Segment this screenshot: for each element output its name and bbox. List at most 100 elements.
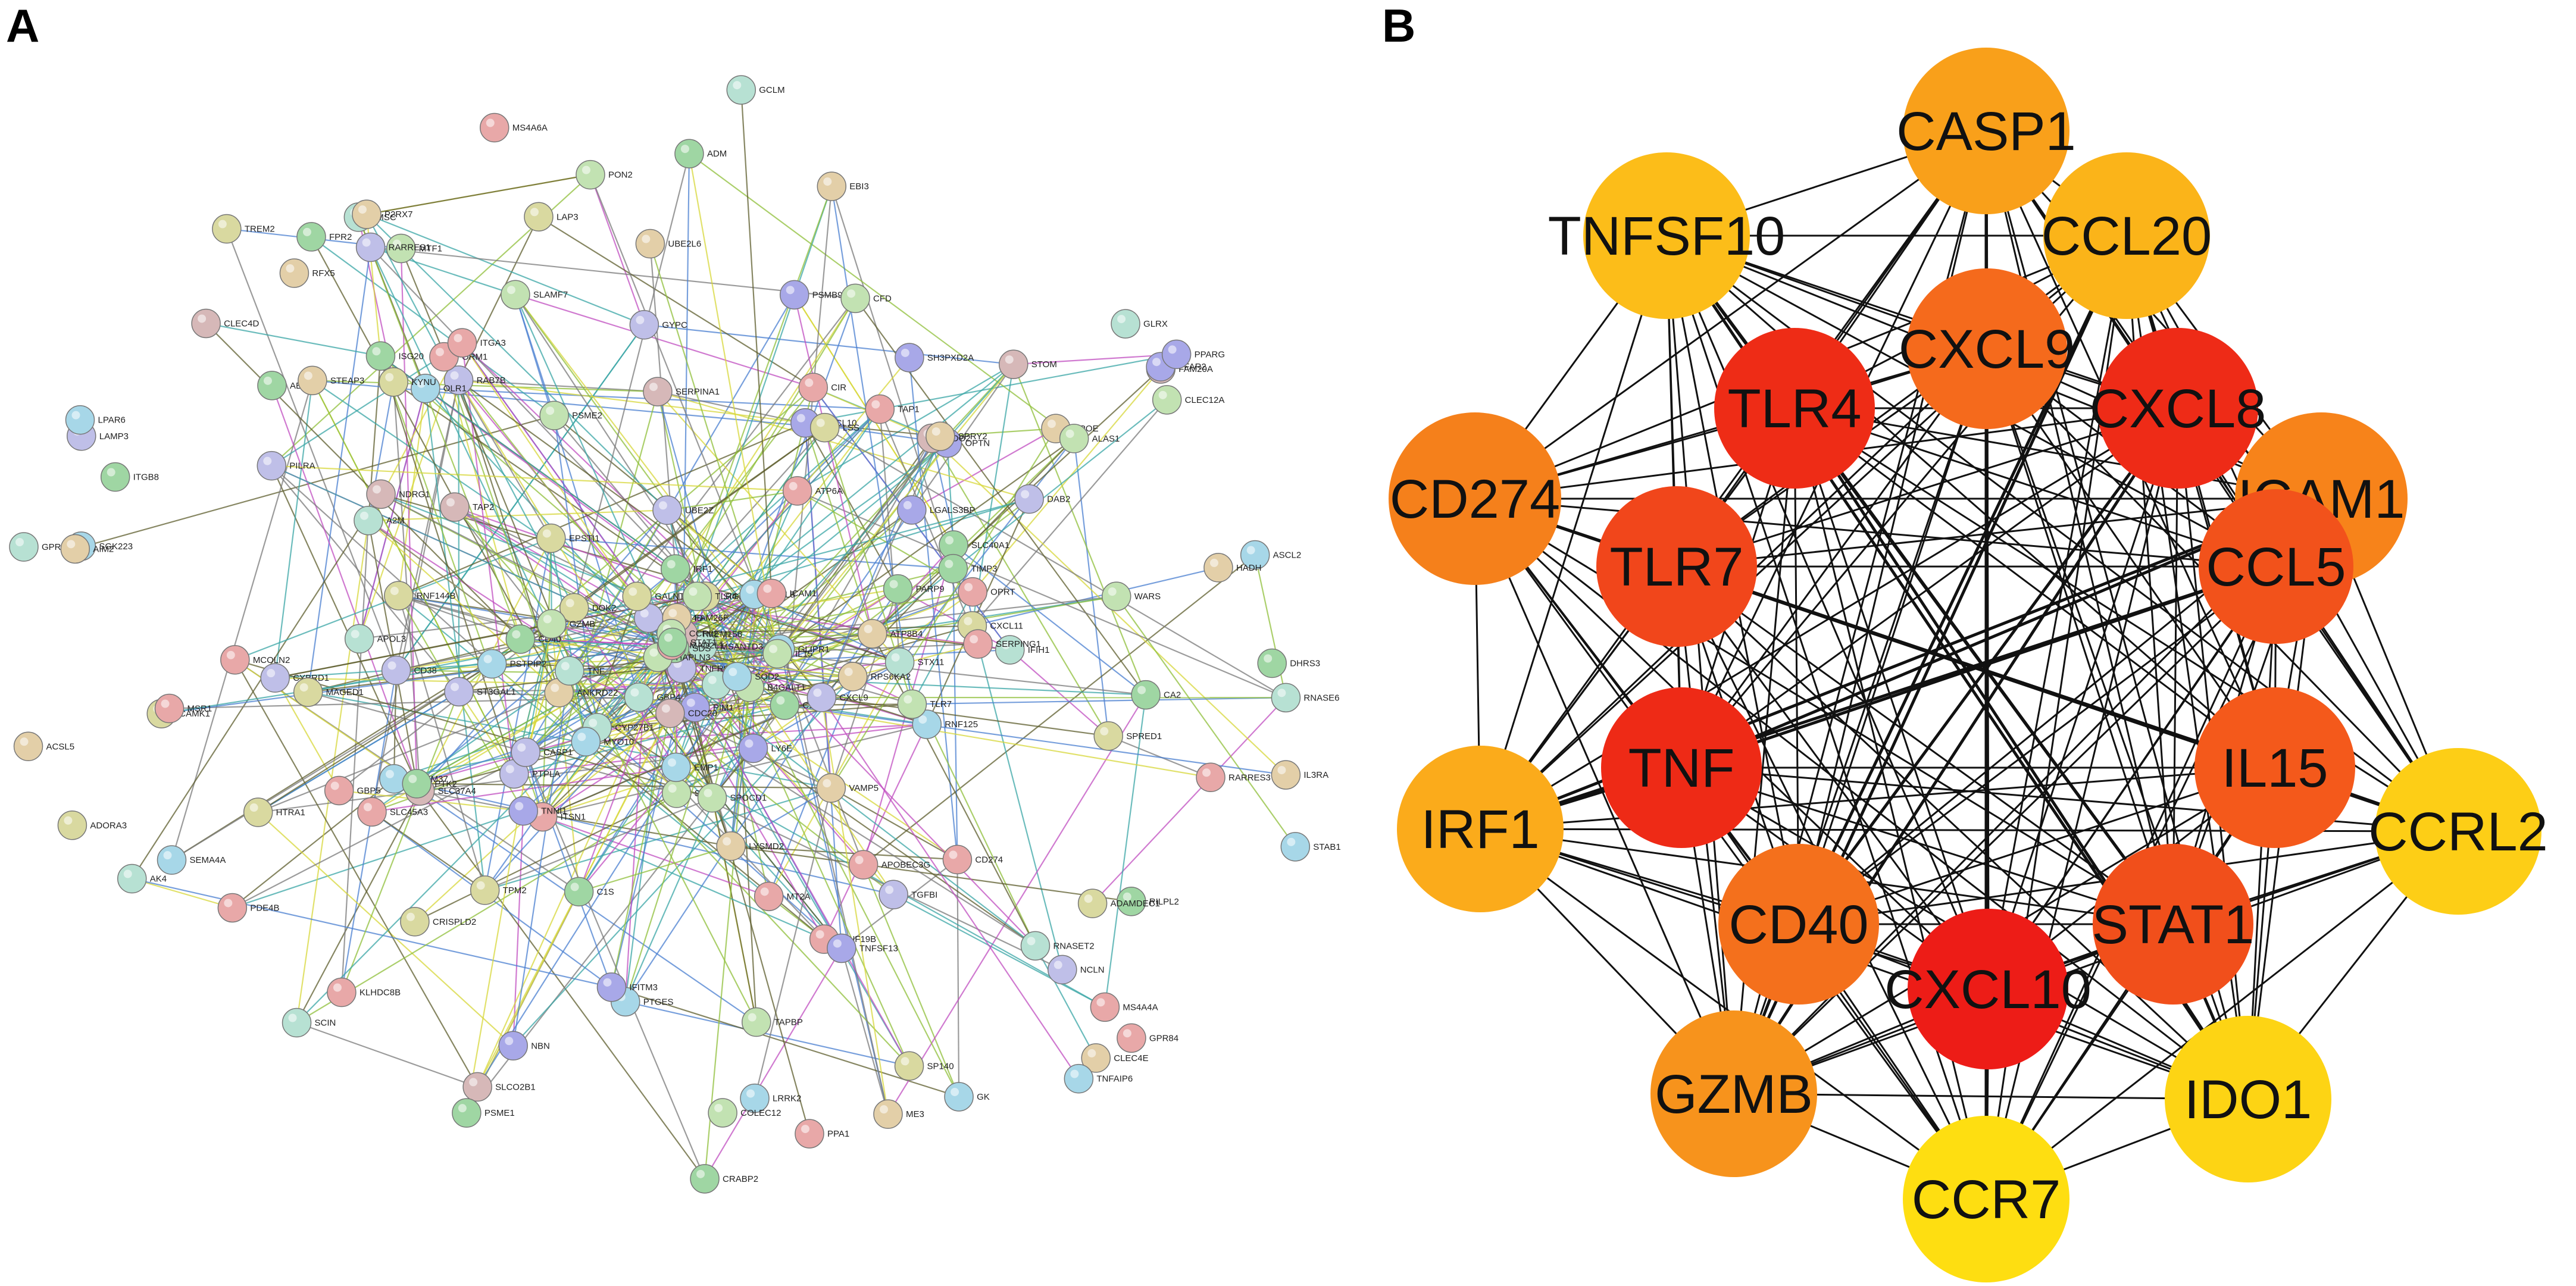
ppi-node: ATP8B4 [857,619,923,649]
ppi-edge [972,567,1219,627]
ppi-node-highlight [249,803,258,812]
ppi-node: DAB2 [1014,484,1070,514]
ppi-node-label: PIM1 [713,703,734,713]
ppi-node-highlight [67,540,76,549]
ppi-node-highlight [833,939,842,948]
ppi-node-circle [479,112,509,143]
ppi-edge [296,790,421,1024]
ppi-node: TLR7 [897,689,952,719]
ppi-edge [420,790,524,812]
hub-node-label: TNF [1628,738,1735,799]
ppi-node-circle [555,656,584,686]
ppi-edge [777,364,1014,655]
ppi-node-label: OPTN [965,438,990,448]
ppi-node-label: IFITM3 [629,983,658,993]
ppi-edge [977,643,1063,970]
ppi-node-label: HTRA1 [276,808,305,818]
ppi-node-label: CXCL9 [839,693,868,703]
ppi-node: RFX5 [279,258,335,288]
ppi-node-label: ITGA3 [480,338,506,348]
ppi-edge [271,465,673,646]
ppi-node-highlight [1005,355,1014,364]
ppi-edge [258,691,459,813]
ppi-node-highlight [505,1037,514,1046]
ppi-node-circle [282,1007,312,1038]
ppi-node-circle [260,663,290,693]
ppi-edge [340,670,397,993]
ppi-edge [296,1022,478,1088]
ppi-node-highlight [330,781,339,790]
ppi-node-label: PTGES [643,997,674,1007]
ppi-edge [458,380,755,595]
ppi-edge [398,595,486,891]
ppi-node-label: CASP1 [543,747,573,758]
ppi-node-circle [661,752,691,783]
hub-node-label: CXCL9 [1899,319,2075,380]
ppi-edge [912,697,1286,705]
ppi-node-circle [806,683,837,712]
ppi-edge [205,323,521,640]
ppi-node: CFD [840,283,892,314]
ppi-node: CDC20 [655,698,717,728]
ppi-node-highlight [1027,937,1036,946]
ppi-node-label: B4GALT1 [767,683,806,693]
hub-node-label: CCL20 [2042,206,2212,267]
ppi-edge [830,428,1056,789]
ppi-node-label: MT2A [787,891,811,902]
ppi-node: ITGA3 [447,328,506,358]
ppi-node-label: GBP5 [357,786,381,796]
ppi-node-label: TNNI1 [541,806,567,816]
ppi-node-label: SDS [692,644,711,654]
ppi-node: CLEC12A [1152,385,1224,415]
ppi-node-circle [117,863,147,894]
ppi-node-circle [257,450,287,481]
ppi-node: IFIH1 [995,635,1049,665]
ppi-node: PPARG [1161,339,1225,370]
ppi-node-label: PARP9 [916,584,945,594]
ppi-node-highlight [385,373,394,381]
ppi-node-highlight [1137,686,1146,694]
ppi-node: SLC45A3 [357,797,428,827]
ppi-node-label: CYP27B1 [615,723,654,733]
ppi-edge [458,379,805,424]
ppi-edge [398,594,521,640]
ppi-edge [731,845,958,861]
hub-edge [1666,234,2275,769]
hub-node-circle [1601,687,1762,848]
ppi-node-label: ISG20 [398,351,424,361]
ppi-node: CRABP2 [690,1164,758,1194]
ppi-node-highlight [964,583,973,592]
ppi-node-label: PSTPIP2 [510,659,547,669]
ppi-node: TREM2 [212,214,275,244]
ppi-node-circle [57,811,87,840]
ppi-node: SPRY2 [926,421,987,451]
ppi-node-highlight [680,145,689,154]
ppi-node-circle [60,534,90,564]
ppi-node-highlight [458,1104,467,1113]
hub-edge [1793,408,1800,925]
ppi-edge [312,380,658,393]
ppi-node-highlight [333,983,342,992]
ppi-node: FPR2 [296,222,352,252]
ppi-edge [908,357,958,860]
ppi-edge [205,323,381,357]
ppi-node: IFITM3 [596,972,658,1002]
ppi-edge [340,691,460,993]
ppi-node: GBP5 [324,775,381,806]
ppi-node-circle [440,492,470,522]
ppi-node-highlight [577,733,586,741]
panel-a-nodes: FAM20ASGK223AK4KLHDC8BME3CAMK1GPR84RFX5F… [9,75,1341,1194]
ppi-node-highlight [288,1013,297,1022]
ppi-node-label: STOM [1031,359,1057,370]
ppi-node-highlight [551,683,559,692]
ppi-node: TNF [555,656,605,686]
ppi-node-label: LRRK2 [773,1094,801,1104]
ppi-node: ME3 [873,1099,924,1129]
ppi-node-highlight [642,234,651,243]
ppi-edge [454,506,713,799]
ppi-edge [611,986,959,1097]
ppi-node-highlight [362,238,371,247]
ppi-node-highlight [1021,490,1030,499]
ppi-edge [784,704,1211,778]
